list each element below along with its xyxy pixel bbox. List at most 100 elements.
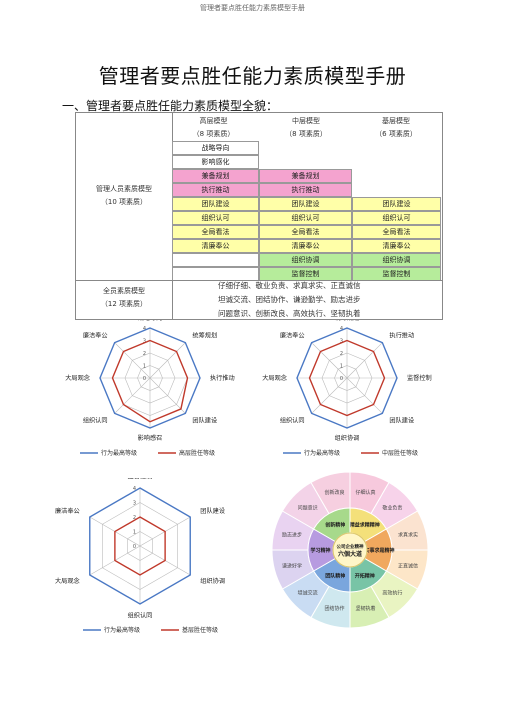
legend-label: 行为最高等级 bbox=[304, 449, 340, 457]
outer-label: 坦诚交流 bbox=[298, 589, 318, 596]
outer-label: 敬业负责 bbox=[382, 505, 402, 512]
tick-label: 1 bbox=[133, 530, 136, 536]
yellow-cell: 团队建设 bbox=[259, 197, 352, 211]
series-line bbox=[99, 327, 201, 429]
center-label: 公司企业精神 bbox=[337, 543, 364, 550]
competency-model-table: 高层模型 （8 项素质） 中层模型 （8 项素质） 基层模型 （6 项素质） 管… bbox=[75, 112, 443, 320]
axis-label: 廉洁奉公 bbox=[83, 332, 108, 340]
yellow-cell: 全局看法 bbox=[172, 225, 259, 239]
inner-label: 开拓精神 bbox=[355, 573, 375, 580]
series-line bbox=[114, 516, 166, 576]
senior-radar-chart: 01234战略导向统筹规划执行推动团队建设影响感召组织认同大局观念廉洁奉公行为最… bbox=[65, 320, 235, 457]
manager-model-label: 管理人员素质模型 bbox=[96, 185, 152, 193]
outer-label: 团结协作 bbox=[324, 605, 344, 612]
col-header-senior: 高层模型 bbox=[199, 117, 228, 125]
legend-label: 中层胜任等级 bbox=[382, 449, 418, 457]
tick-label: 4 bbox=[143, 326, 146, 332]
col-count-middle: （8 项素质） bbox=[285, 130, 327, 138]
outer-label: 仔细认真 bbox=[356, 489, 376, 496]
axis-label: 团队建设 bbox=[192, 416, 217, 424]
outer-label: 高效执行 bbox=[382, 589, 402, 596]
axis-label: 监督控制 bbox=[407, 374, 432, 382]
series-line bbox=[296, 327, 398, 429]
all-member-line: 问题意识、创新改良、高效执行、坚韧执着 bbox=[218, 309, 361, 318]
outer-label: 正直诚信 bbox=[398, 563, 418, 570]
axis-label: 监督控制 bbox=[128, 478, 153, 480]
yellow-cell: 全局看法 bbox=[259, 225, 352, 239]
tick-label: 3 bbox=[143, 339, 146, 345]
axis-label: 大局观念 bbox=[55, 577, 80, 585]
pink-cell: 执行推动 bbox=[259, 183, 352, 197]
pink-cell: 兼备规划 bbox=[172, 169, 259, 183]
series-line bbox=[89, 487, 191, 605]
axis-spoke bbox=[114, 342, 151, 379]
all-member-label: 全员素质模型 bbox=[103, 287, 145, 295]
legend-label: 行为最高等级 bbox=[104, 626, 140, 634]
tick-label: 0 bbox=[133, 544, 136, 550]
axis-spoke bbox=[149, 342, 186, 379]
yellow-cell: 全局看法 bbox=[352, 225, 441, 239]
tick-label: 3 bbox=[133, 501, 136, 507]
inner-label: 实事求是精神 bbox=[364, 547, 394, 554]
center-circle bbox=[332, 532, 368, 568]
axis-label: 战略导向 bbox=[138, 320, 163, 322]
tick-label: 2 bbox=[340, 351, 343, 357]
all-member-line: 仔细仔细、敬业负责、求真求实、正直诚信 bbox=[218, 281, 361, 290]
green-cell: 组织协调 bbox=[259, 253, 352, 267]
green-cell: 组织协调 bbox=[352, 253, 441, 267]
tick-label: 2 bbox=[133, 515, 136, 521]
inner-label: 创新精神 bbox=[324, 521, 345, 528]
inner-label: 团队精神 bbox=[325, 573, 345, 580]
document-title: 管理者要点胜任能力素质模型手册 bbox=[98, 64, 407, 88]
axis-label: 廉洁奉公 bbox=[280, 332, 305, 340]
axis-label: 团队建设 bbox=[389, 416, 414, 424]
tick-label: 4 bbox=[340, 326, 343, 332]
axis-label: 执行推动 bbox=[389, 332, 414, 340]
pink-cell: 兼备规划 bbox=[259, 169, 352, 183]
section-divider bbox=[76, 280, 442, 281]
manager-model-count: （10 项素质） bbox=[100, 198, 148, 206]
axis-label: 执行推动 bbox=[210, 374, 235, 382]
tick-label: 0 bbox=[143, 376, 146, 382]
culture-wheel-diagram: 仔细认真敬业负责求真求实正直诚信高效执行坚韧执着团结协作坦诚交流谦逊好学励志进步… bbox=[271, 471, 429, 629]
all-member-count: （12 项素质） bbox=[100, 300, 148, 308]
axis-label: 廉洁奉公 bbox=[55, 507, 80, 515]
outer-label: 求真求实 bbox=[398, 531, 418, 538]
axis-spoke bbox=[346, 342, 383, 379]
axis-label: 大局观念 bbox=[262, 374, 287, 382]
axis-label: 组织协调 bbox=[335, 434, 360, 442]
tick-label: 1 bbox=[340, 364, 343, 370]
tick-label: 3 bbox=[340, 339, 343, 345]
yellow-cell: 组织认可 bbox=[172, 211, 259, 225]
axis-label: 影响感召 bbox=[138, 434, 163, 442]
outer-label: 坚韧执着 bbox=[356, 605, 376, 612]
yellow-cell: 团队建设 bbox=[172, 197, 259, 211]
outer-label: 问题意识 bbox=[298, 505, 318, 512]
legend-label: 基层胜任等级 bbox=[182, 626, 218, 634]
axis-label: 组织认同 bbox=[128, 612, 153, 620]
yellow-cell: 清廉奉公 bbox=[352, 239, 441, 253]
tick-label: 1 bbox=[143, 364, 146, 370]
col-header-middle: 中层模型 bbox=[292, 117, 320, 125]
running-head: 管理者要点胜任能力素质模型手册 bbox=[200, 4, 305, 12]
axis-label: 统筹规划 bbox=[192, 332, 217, 340]
yellow-cell: 清廉奉公 bbox=[259, 239, 352, 253]
yellow-cell: 清廉奉公 bbox=[172, 239, 259, 253]
yellow-cell: 组织认可 bbox=[259, 211, 352, 225]
axis-label: 团队建设 bbox=[200, 507, 225, 515]
pink-cell: 执行推动 bbox=[172, 183, 259, 197]
axis-spoke bbox=[346, 377, 383, 414]
yellow-cell: 组织认可 bbox=[352, 211, 441, 225]
middle-radar-chart: 01234统筹规划执行推动监督控制团队建设组织协调组织认同大局观念廉洁奉公行为最… bbox=[262, 320, 432, 457]
tick-label: 0 bbox=[340, 376, 343, 382]
yellow-cell: 团队建设 bbox=[352, 197, 441, 211]
axis-spoke bbox=[149, 377, 186, 414]
axis-label: 大局观念 bbox=[65, 374, 90, 382]
tick-label: 2 bbox=[143, 351, 146, 357]
outer-label: 励志进步 bbox=[282, 531, 302, 538]
axis-label: 组织认同 bbox=[280, 416, 305, 424]
senior-only-cell: 影响感化 bbox=[172, 155, 259, 169]
col-count-basic: （6 项素质） bbox=[375, 130, 417, 138]
inner-label: 学习精神 bbox=[310, 547, 330, 554]
col-header-basic: 基层模型 bbox=[382, 117, 410, 125]
